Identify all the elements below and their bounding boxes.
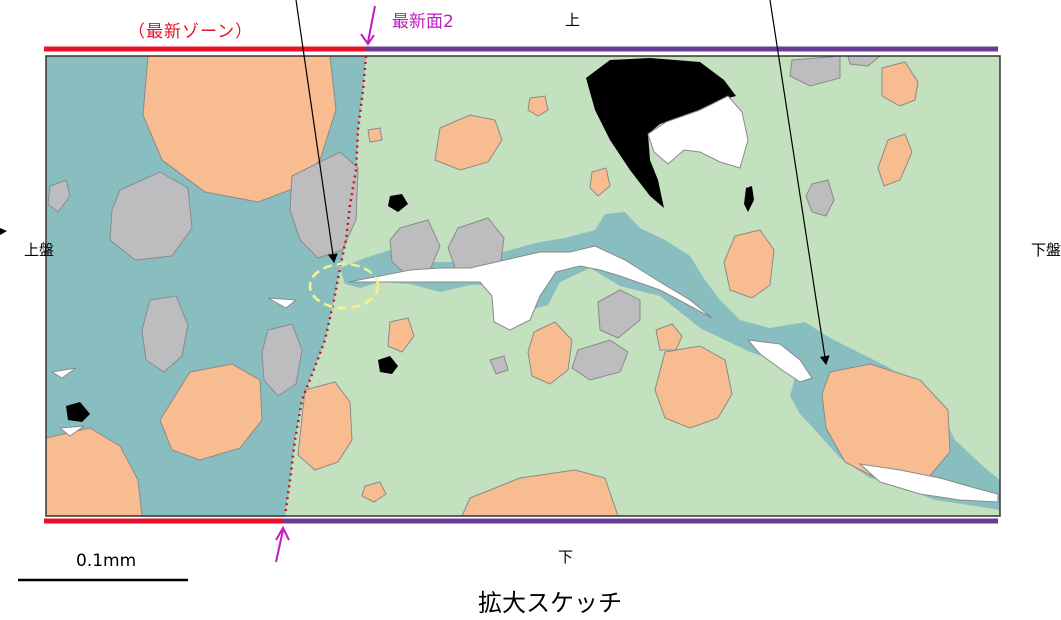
orange-grain: [589, 167, 611, 197]
dark-mineral: [744, 186, 754, 212]
orange-grain: [387, 317, 415, 353]
orange-grain: [654, 345, 733, 429]
orange-grain: [367, 127, 383, 143]
pointer-arrow-left: [295, 0, 338, 263]
gray-grain: [489, 355, 509, 375]
orange-grain: [142, 55, 337, 203]
gray-grain: [109, 171, 193, 261]
voids: [50, 95, 999, 503]
gray-grain: [597, 289, 641, 339]
latest-plane-label: 最新面2: [392, 12, 454, 32]
latest-plane-boundary: [283, 55, 368, 517]
void: [50, 367, 77, 379]
gray-grain: [805, 179, 835, 217]
figure-caption: 拡大スケッチ: [478, 589, 622, 617]
gray-grain: [47, 179, 71, 213]
magenta-arrow-bottom-head: [275, 525, 290, 541]
void: [858, 463, 999, 503]
dark-mineral: [66, 402, 90, 422]
dark-minerals: [66, 58, 754, 422]
dark-mineral: [388, 194, 408, 212]
scale-label: 0.1mm: [76, 551, 137, 571]
magenta-arrow-top-head: [360, 33, 375, 46]
orange-grains: [45, 55, 951, 517]
gray-grain: [141, 295, 189, 373]
orange-grain: [361, 481, 387, 503]
gray-grain: [261, 323, 303, 397]
void-black-grain: [647, 95, 749, 169]
orange-grain: [159, 363, 263, 461]
dark-mineral: [378, 356, 398, 374]
gray-grain: [289, 151, 359, 259]
orange-grain: [723, 229, 775, 299]
latest-zone-label: （最新ゾーン）: [128, 22, 254, 42]
void-fracture: [347, 245, 713, 331]
void: [58, 425, 86, 437]
bottom-direction-label: 下: [558, 548, 574, 566]
orange-grain: [434, 114, 503, 171]
highlight-circle: [308, 262, 380, 310]
orange-grain: [297, 381, 353, 471]
orange-grain: [527, 95, 549, 117]
sketch-frame: [45, 55, 1001, 517]
orange-grain: [881, 61, 919, 107]
void: [746, 339, 813, 383]
orange-grain: [655, 323, 683, 351]
gray-grain: [571, 339, 629, 381]
magenta-arrow-top: [367, 5, 376, 43]
orange-grain: [527, 321, 573, 385]
dark-mineral-large: [586, 58, 736, 208]
pointer-arrow-right: [769, 0, 830, 365]
top-direction-label: 上: [565, 11, 581, 29]
magenta-arrow-bottom: [275, 529, 284, 563]
offpage-arrow-icon: [0, 228, 7, 235]
footwall-label: 下盤: [1031, 241, 1061, 259]
orange-grain: [877, 133, 913, 187]
hanging-wall-label: 上盤: [24, 241, 55, 259]
void: [267, 297, 298, 309]
latest-plane-arrows: [275, 5, 376, 563]
